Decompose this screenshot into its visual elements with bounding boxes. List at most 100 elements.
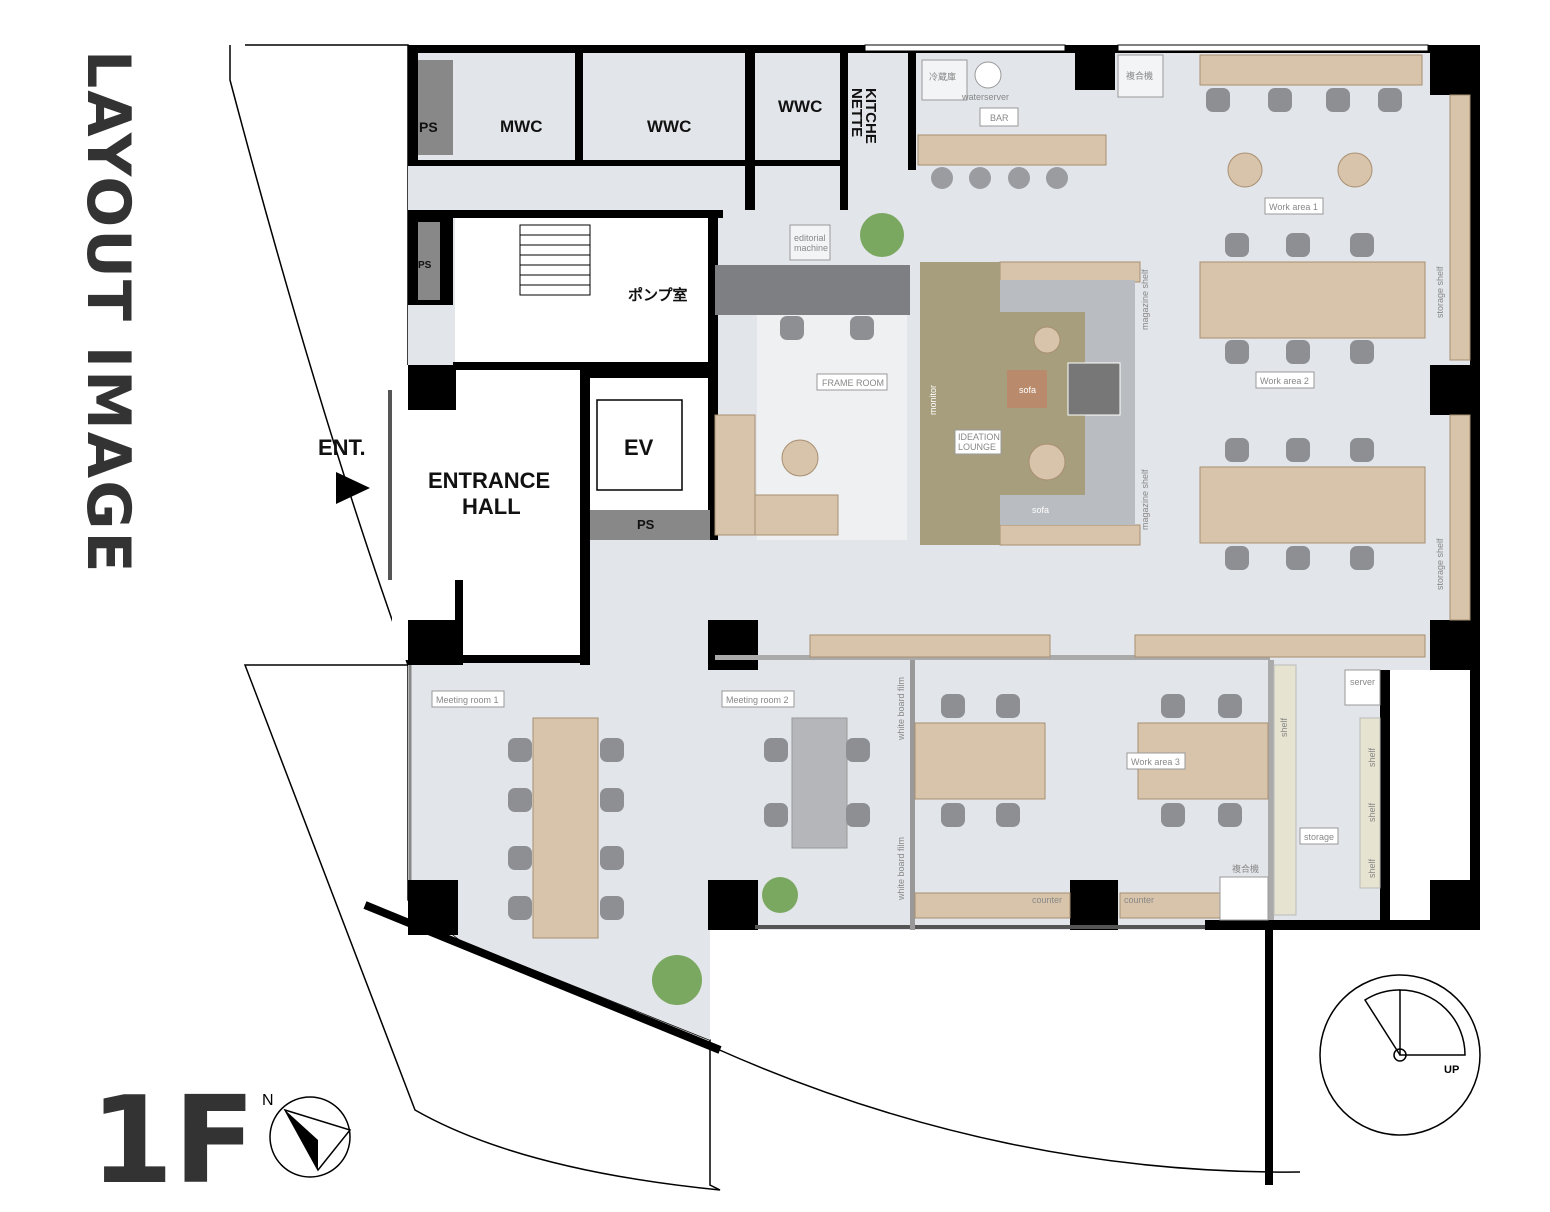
entrance-arrow-icon	[336, 472, 370, 504]
chair-icon	[1378, 88, 1402, 112]
round-table	[1227, 152, 1263, 188]
chair-icon	[1225, 546, 1249, 570]
terrace-north	[229, 44, 409, 666]
chair-icon	[1161, 803, 1185, 827]
copier-label: 複合機	[1126, 70, 1153, 81]
lounge-table	[1028, 443, 1066, 481]
magazine-shelf-label: magazine shelf	[1140, 269, 1150, 330]
floor-number: 1F	[90, 1072, 255, 1211]
chair-icon	[1225, 438, 1249, 462]
storage-shelf-1	[1449, 94, 1471, 361]
chair-icon	[850, 316, 874, 340]
copier-label: 複合機	[1232, 863, 1259, 874]
chair-icon	[941, 694, 965, 718]
chair-icon	[996, 694, 1020, 718]
chair-icon	[1218, 694, 1242, 718]
chair-icon	[764, 738, 788, 762]
ideation-label: IDEATION	[958, 432, 1000, 442]
shelf-label: shelf	[1367, 802, 1377, 822]
work-area-1-table	[1199, 261, 1426, 339]
chair-icon	[1218, 803, 1242, 827]
terrace-south-edge	[714, 1047, 1301, 1173]
walls	[363, 44, 1480, 1054]
shelf-label: shelf	[1367, 747, 1377, 767]
chair-icon	[600, 738, 624, 762]
chair-icon	[1286, 438, 1310, 462]
white-board-film-label: white board film	[896, 677, 906, 741]
white-board-film-label: white board film	[896, 837, 906, 901]
chair-icon	[764, 803, 788, 827]
ps-label: PS	[418, 260, 432, 271]
plant-icon	[652, 955, 702, 1005]
chair-icon	[508, 846, 532, 870]
editorial-machine	[789, 224, 831, 261]
work-area-3-table	[914, 722, 1046, 800]
lounge-shelf	[999, 524, 1141, 546]
entrance-label: ENT.	[318, 435, 366, 460]
chair-icon	[941, 803, 965, 827]
ev-label: EV	[624, 435, 654, 460]
frame-table	[781, 439, 819, 477]
chair-icon	[1286, 340, 1310, 364]
storage-shelf	[1273, 664, 1297, 916]
work-area-2-table	[1199, 466, 1426, 544]
bar-counter	[917, 134, 1107, 166]
toilets	[455, 45, 845, 160]
chair-icon	[846, 803, 870, 827]
chair-icon	[508, 788, 532, 812]
chair-icon	[1268, 88, 1292, 112]
lounge-table	[1033, 326, 1061, 354]
stair-room	[455, 215, 710, 365]
compass-icon	[269, 1096, 352, 1178]
chair-icon	[1225, 233, 1249, 257]
sofa	[1007, 370, 1047, 408]
mwc-label: MWC	[500, 117, 542, 136]
chair-icon	[1350, 546, 1374, 570]
chair-icon	[1161, 694, 1185, 718]
lounge-shelf	[999, 261, 1141, 283]
meeting-room-1-label: Meeting room 1	[436, 695, 499, 705]
counter	[914, 892, 1071, 919]
shelf-label: shelf	[1367, 858, 1377, 878]
fridge	[921, 59, 968, 101]
terrace-west	[243, 664, 721, 1191]
ideation-label: LOUNGE	[958, 442, 996, 452]
shelf-row	[1134, 634, 1426, 658]
elevator-car	[596, 399, 683, 491]
meeting-room-2-table	[791, 717, 848, 849]
kitchenette-label: NETTE	[848, 88, 865, 137]
shelf-label: shelf	[1279, 717, 1289, 737]
counter-label: counter	[1124, 895, 1154, 905]
work-area-2-label: Work area 2	[1260, 376, 1309, 386]
wwc-label: WWC	[647, 117, 691, 136]
round-table	[1337, 152, 1373, 188]
chairs	[508, 88, 1402, 920]
editorial-label: editorial	[794, 233, 826, 243]
fridge-label: 冷蔵庫	[929, 71, 956, 82]
storage-shelf-label: storage shelf	[1435, 266, 1445, 318]
chair-icon	[508, 738, 532, 762]
shelf-row	[809, 634, 1051, 658]
chair-icon	[1206, 88, 1230, 112]
wwc-label: WWC	[778, 97, 822, 116]
entrance-hall	[392, 365, 588, 660]
storage-shelf-2	[1449, 414, 1471, 621]
editorial-label: machine	[794, 243, 828, 253]
void	[1385, 670, 1480, 920]
north-label: N	[262, 1092, 274, 1109]
layout-title: LAYOUT IMAGE	[73, 50, 143, 574]
chair-icon	[508, 896, 532, 920]
kitchenette-label: KITCHE	[862, 88, 879, 144]
storage-shelf-label: storage shelf	[1435, 538, 1445, 590]
frame-bench	[754, 494, 839, 536]
meeting-room-2-label: Meeting room 2	[726, 695, 789, 705]
server-rack	[1344, 669, 1381, 706]
terrace-wall	[1265, 930, 1273, 1185]
ps-label: PS	[419, 119, 438, 135]
sofa-label: sofa	[1032, 505, 1049, 515]
top-counter	[1199, 54, 1423, 86]
copier-top	[1117, 54, 1164, 98]
up-label: UP	[1444, 1064, 1459, 1076]
chair-icon	[1350, 340, 1374, 364]
